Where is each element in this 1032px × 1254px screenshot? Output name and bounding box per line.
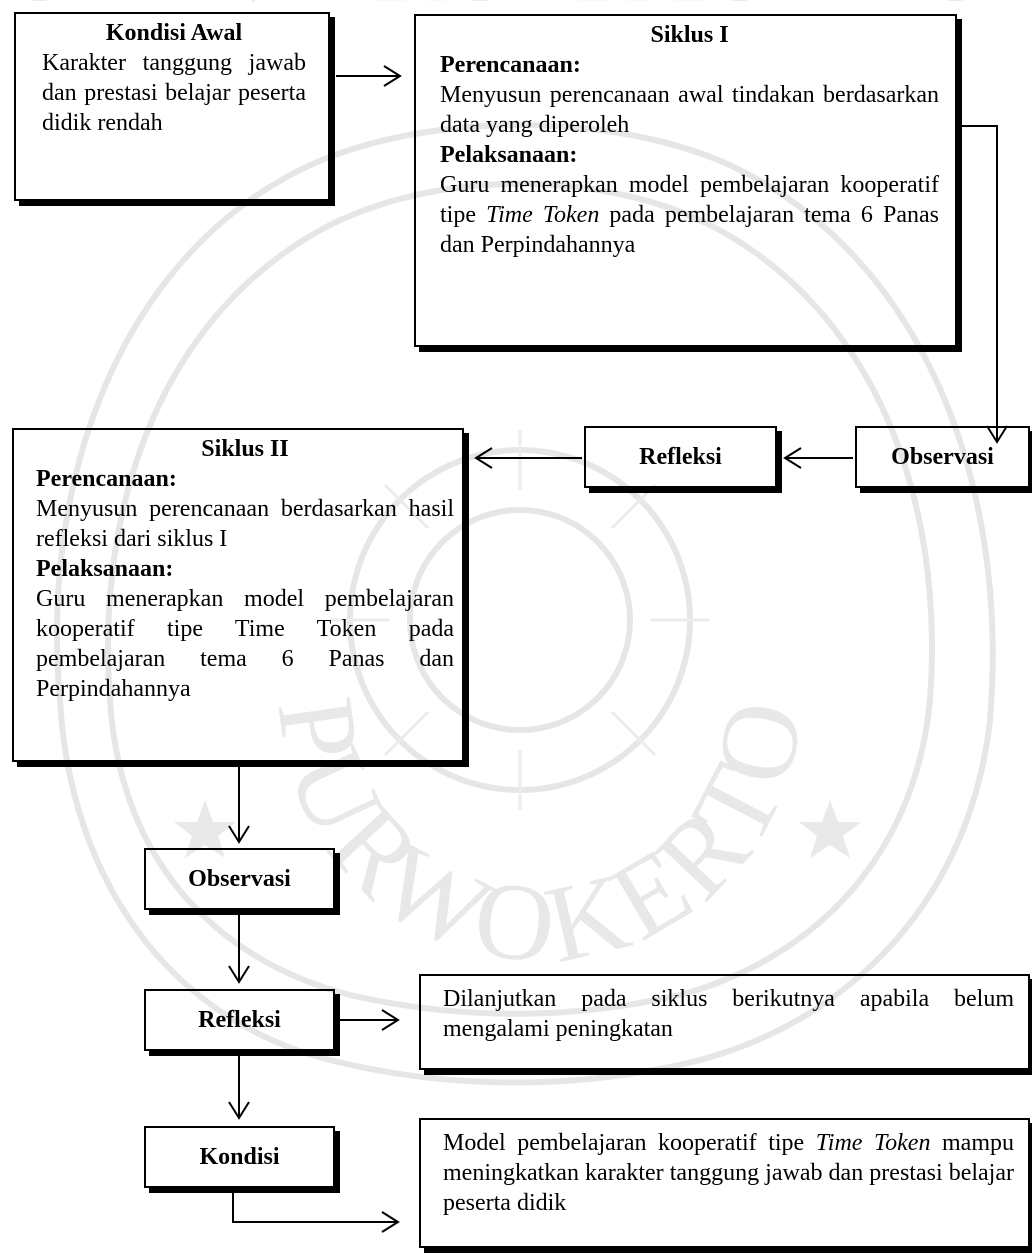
siklus-2-pelaksanaan-label: Pelaksanaan: — [36, 556, 174, 582]
siklus-1-title: Siklus I — [650, 22, 729, 48]
observasi-2-box: Observasi — [144, 848, 335, 910]
kondisi-akhir-box: Kondisi — [144, 1126, 335, 1188]
siklus-2-perencanaan-label: Perencanaan: — [36, 466, 177, 492]
refleksi-1-label: Refleksi — [639, 443, 722, 470]
refleksi-2-label: Refleksi — [198, 1006, 281, 1033]
siklus-1-pelaksanaan-text: Guru menerapkan model pembelajaran koope… — [440, 172, 940, 258]
time-token-italic: Time Token — [486, 202, 600, 228]
refleksi-1-box: Refleksi — [584, 426, 777, 488]
kondisi-akhir-label: Kondisi — [199, 1143, 280, 1170]
observasi-1-box: Observasi — [855, 426, 1030, 488]
refleksi-2-box: Refleksi — [144, 989, 335, 1051]
kondisi-awal-box: Kondisi Awal Karakter tanggung jawab dan… — [14, 12, 330, 201]
hasil-box: Model pembelajaran kooperatif tipe Time … — [419, 1118, 1030, 1248]
siklus-1-perencanaan-label: Perencanaan: — [440, 52, 581, 78]
siklus-1-perencanaan-text: Menyusun perencanaan awal tindakan berda… — [440, 82, 939, 138]
lanjut-box: Dilanjutkan pada siklus berikutnya apabi… — [419, 974, 1030, 1070]
hasil-time-token-italic: Time Token — [815, 1130, 931, 1156]
siklus-1-box: Siklus I Perencanaan: Menyusun perencana… — [414, 14, 957, 347]
hasil-text: Model pembelajaran kooperatif tipe Time … — [443, 1130, 1014, 1216]
observasi-2-label: Observasi — [188, 865, 291, 892]
siklus-2-perencanaan-text: Menyusun perencanaan berdasarkan hasil r… — [36, 496, 454, 552]
siklus-2-pelaksanaan-text: Guru menerapkan model pembelajaran koope… — [36, 586, 454, 702]
kondisi-awal-title: Kondisi Awal — [105, 20, 243, 46]
siklus-2-box: Siklus II Perencanaan: Menyusun perencan… — [12, 428, 464, 762]
kondisi-awal-text: Karakter tanggung jawab dan prestasi bel… — [42, 50, 306, 136]
siklus-2-title: Siklus II — [201, 436, 289, 462]
siklus-1-pelaksanaan-label: Pelaksanaan: — [440, 142, 578, 168]
observasi-1-label: Observasi — [891, 443, 994, 470]
lanjut-text: Dilanjutkan pada siklus berikutnya apabi… — [443, 986, 1014, 1042]
